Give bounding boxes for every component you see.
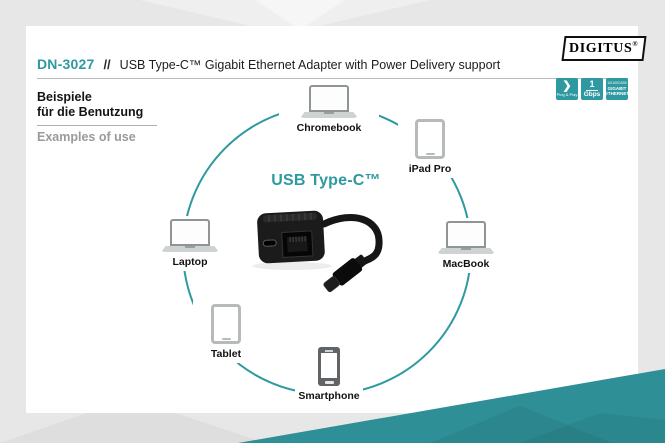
content-card [26,26,638,413]
